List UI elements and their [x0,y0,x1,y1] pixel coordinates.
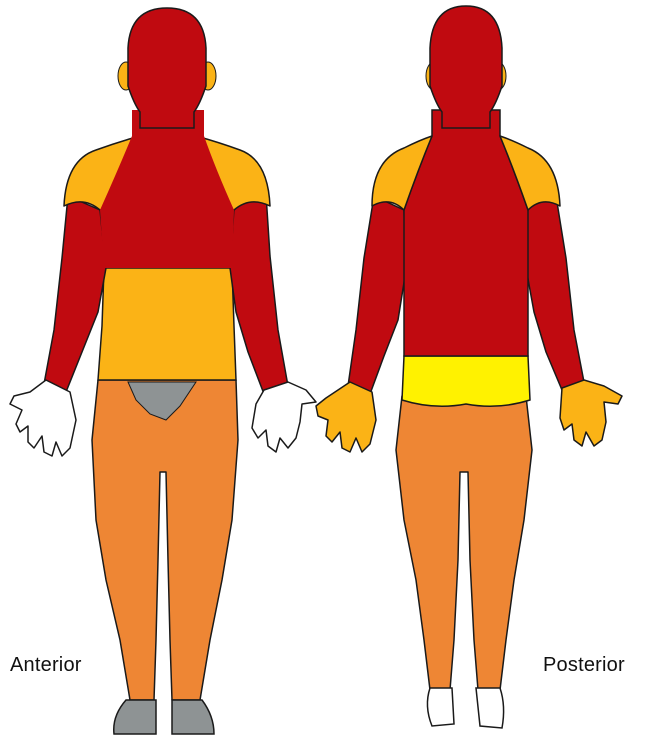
posterior-head-neck [430,6,502,128]
anterior-left-foot [114,700,156,734]
anterior-label: Anterior [10,654,82,677]
posterior-left-hand [316,382,376,452]
anterior-left-arm [44,196,106,392]
posterior-left-arm [348,196,406,394]
anterior-right-arm [230,194,288,394]
anterior-legs [92,380,238,700]
posterior-right-hand [560,380,622,446]
anterior-abdomen [98,268,236,380]
anterior-chest [100,110,234,268]
anterior-right-hand [252,382,316,452]
posterior-label: Posterior [543,654,625,677]
anterior-right-foot [172,700,214,734]
posterior-right-foot [476,688,504,728]
anterior-left-hand [10,380,76,456]
posterior-legs [396,396,532,690]
posterior-right-arm [526,196,584,390]
anterior-figure [10,8,316,734]
anterior-head-neck [128,8,206,128]
posterior-left-foot [427,688,454,726]
posterior-buttocks [402,356,530,406]
posterior-figure [316,6,622,728]
